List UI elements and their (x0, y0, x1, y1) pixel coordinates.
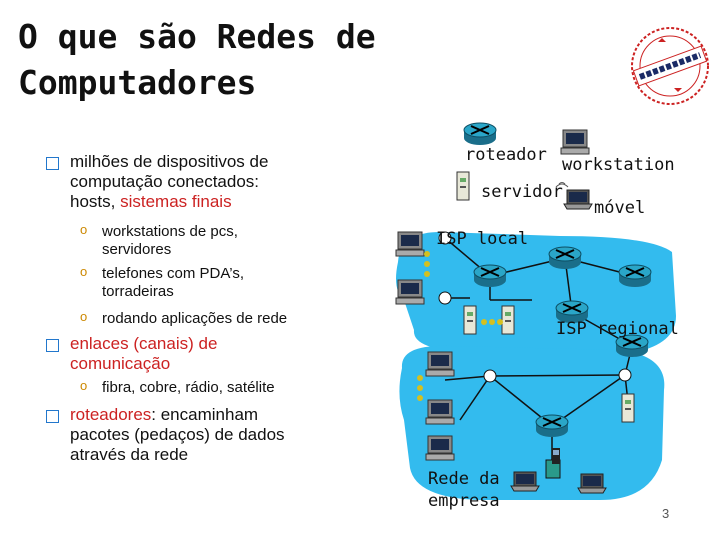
slide-title: O que são Redes de Computadores (18, 14, 376, 106)
page-number: 3 (662, 506, 670, 521)
workstation-icon (425, 351, 455, 377)
hub-icon (483, 369, 497, 383)
sub-bullet-media: fibra, cobre, rádio, satélite (102, 379, 275, 397)
enterprise-network (399, 345, 665, 500)
highlight-text: enlaces (canais) de (70, 334, 218, 353)
label-rede-line-2: empresa (428, 491, 500, 511)
workstation-icon (560, 129, 590, 155)
server-icon (456, 171, 470, 201)
bullet-marker (46, 410, 59, 423)
highlight-text: sistemas finais (120, 192, 232, 211)
highlight-text: comunicação (70, 354, 171, 373)
sub-bullet-workstations: workstations de pcs, servidores (102, 223, 238, 259)
workstation-icon (425, 435, 455, 461)
modem-icon (438, 231, 452, 245)
sub-bullet-text: workstations de pcs, (102, 223, 238, 240)
sub-bullet-phones: telefones com PDA’s, torradeiras (102, 265, 244, 301)
modem-icon (438, 291, 452, 305)
sub-bullet-marker: o (80, 222, 88, 237)
workstation-icon (395, 231, 425, 257)
bullet-text: milhões de dispositivos de (70, 152, 269, 171)
workstation-icon (395, 279, 425, 305)
router-icon (535, 414, 569, 438)
sub-bullet-text: rodando aplicações de rede (102, 310, 288, 327)
bullet-text: através da rede (70, 445, 189, 464)
bullet-text: pacotes (pedaços) de dados (70, 425, 285, 444)
hub-icon (618, 368, 632, 382)
sub-bullet-apps: rodando aplicações de rede (102, 310, 287, 328)
university-seal-logo (631, 27, 709, 105)
bullet-text: : encaminham (151, 405, 259, 424)
label-isp-local: ISP local (436, 229, 529, 249)
label-workstation: workstation (562, 155, 675, 175)
server-icon (621, 393, 635, 423)
sub-bullet-marker: o (80, 309, 88, 324)
sub-bullet-text: servidores (102, 241, 172, 258)
label-servidor: servidor (481, 182, 563, 202)
sub-bullet-text: fibra, cobre, rádio, satélite (102, 379, 275, 396)
label-isp-regional: ISP regional (556, 319, 679, 339)
router-icon (618, 264, 652, 288)
laptop-icon (577, 473, 607, 494)
bullet-marker (46, 339, 59, 352)
label-rede-line-1: Rede da (428, 469, 500, 489)
highlight-text: roteadores (70, 405, 152, 424)
laptop-icon (563, 189, 593, 210)
server-icon (463, 305, 477, 335)
label-rede-empresa: Rede da empresa (428, 468, 500, 512)
workstation-icon (425, 399, 455, 425)
sub-bullet-marker: o (80, 264, 88, 279)
router-icon (463, 122, 497, 146)
bullet-text: hosts, (70, 192, 121, 211)
laptop-icon (510, 471, 540, 492)
bullet-text: computação conectados: (70, 172, 260, 191)
label-roteador: roteador (465, 145, 547, 165)
sub-bullet-marker: o (80, 378, 88, 393)
sub-bullet-text: torradeiras (102, 283, 174, 300)
label-movel: móvel (594, 198, 646, 218)
server-icon (501, 305, 515, 335)
bullet-links: enlaces (canais) de comunicação (70, 334, 217, 374)
router-icon (473, 264, 507, 288)
wireless-icon (555, 182, 569, 188)
sub-bullet-text: telefones com PDA’s, (102, 265, 245, 282)
phone-icon (552, 448, 560, 464)
bullet-routers: roteadores: encaminham pacotes (pedaços)… (70, 405, 285, 465)
router-icon (548, 246, 582, 270)
title-line-2: Computadores (18, 63, 257, 102)
bullet-marker (46, 157, 59, 170)
title-line-1: O que são Redes de (18, 17, 376, 56)
bullet-devices: milhões de dispositivos de computação co… (70, 152, 268, 212)
link-dots (417, 251, 503, 401)
